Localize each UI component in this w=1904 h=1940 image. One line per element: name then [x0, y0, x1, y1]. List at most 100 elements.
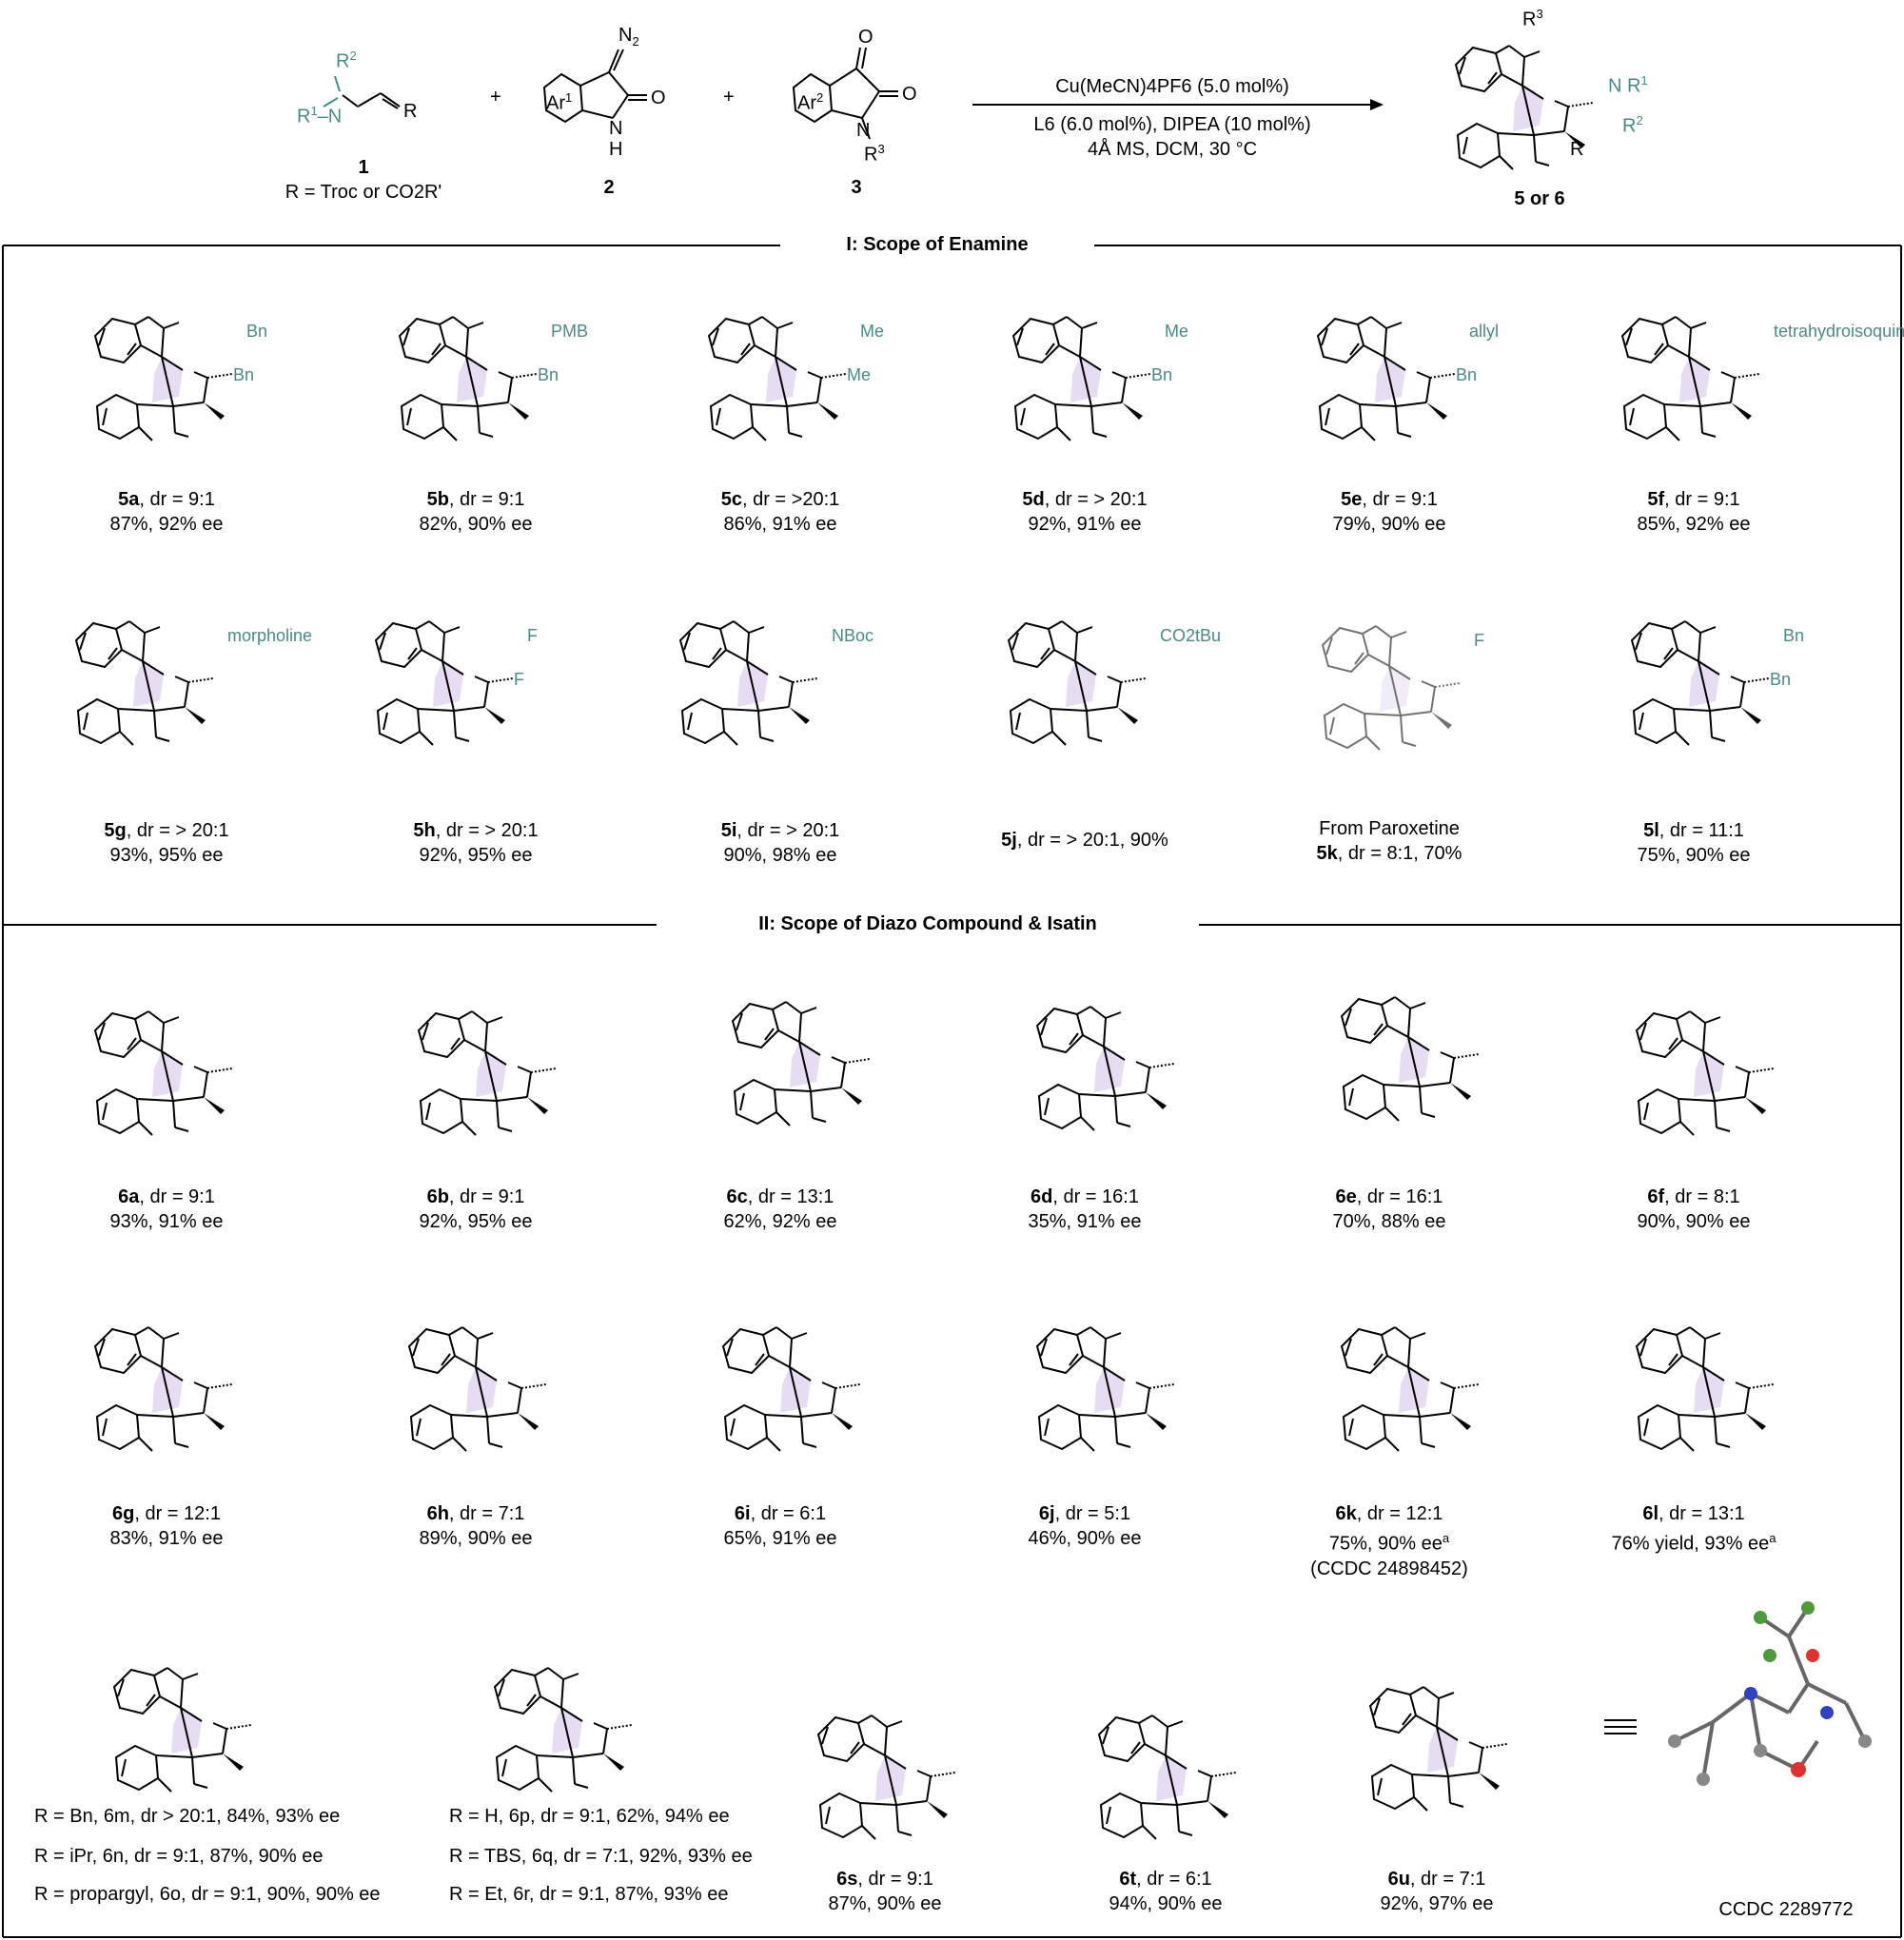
plus-2: + — [723, 87, 735, 108]
compound-result-6d: 35%, 91% ee — [1028, 1211, 1142, 1232]
product-r1: N R1 — [1608, 73, 1648, 97]
compound-dr-6k: 6k, dr = 12:1 — [1335, 1503, 1443, 1524]
sec1-label-5j: 5j, dr = > 20:1, 90% — [1001, 828, 1168, 852]
product-r2: R2 — [1622, 113, 1643, 137]
reagent3-drawing — [792, 47, 898, 140]
compound-dr-6f: 6f, dr = 8:1 — [1647, 1186, 1740, 1207]
product-number: 5 or 6 — [1514, 188, 1565, 209]
amine-sub-5b-1: Bn — [538, 365, 559, 384]
compound-result-6l: 76% yield, 93% eea — [1611, 1531, 1776, 1555]
compound-dr-5a: 5a, dr = 9:1 — [118, 489, 215, 510]
amine-sub-5a-1: Bn — [233, 365, 255, 384]
amine-sub-5h-1: F — [514, 670, 524, 689]
amine-sub-5l-0: Bn — [1783, 626, 1805, 645]
compound-result-6h: 89%, 90% ee — [419, 1528, 533, 1549]
compound-dr-5f: 5f, dr = 9:1 — [1647, 489, 1740, 510]
sec2x-label-6s: 6s, dr = 9:1 87%, 90% ee — [829, 1867, 942, 1916]
compound-result-6g: 83%, 91% ee — [109, 1528, 224, 1549]
o-label-3a: O — [858, 27, 873, 48]
compound-dr-5b: 5b, dr = 9:1 — [426, 489, 525, 510]
compound-dr-5d: 5d, dr = > 20:1 — [1022, 489, 1148, 510]
amine-sub-5j-0: CO2tBu — [1160, 626, 1222, 645]
compound-result-5d: 92%, 91% ee — [1028, 514, 1142, 535]
compound-result-5i: 90%, 98% ee — [723, 845, 837, 866]
sec1-label-5g: 5g, dr = > 20:1 93%, 95% ee — [104, 818, 228, 868]
compound-dr-6t: 6t, dr = 6:1 — [1119, 1869, 1212, 1890]
r-label: R — [403, 101, 418, 122]
amine-sub-5c-0: Me — [860, 322, 885, 341]
sec2-label-6g: 6g, dr = 12:1 83%, 91% ee — [110, 1501, 224, 1551]
row-r2-line1: R = H, 6p, dr = 9:1, 62%, 94% ee — [449, 1806, 730, 1827]
amine-sub-5d-1: Bn — [1151, 365, 1173, 384]
compound-result-6i: 65%, 91% ee — [723, 1528, 837, 1549]
compound-result-6t: 94%, 90% ee — [1109, 1893, 1223, 1914]
plus-1: + — [490, 87, 501, 108]
row-r2-line2: R = TBS, 6q, dr = 7:1, 92%, 93% ee — [449, 1846, 753, 1867]
amine-sub-5g-0: morpholine — [227, 626, 313, 645]
compound-result-5c: 86%, 91% ee — [723, 514, 837, 535]
compound-dr-6g: 6g, dr = 12:1 — [112, 1503, 221, 1524]
compound-result-5h: 92%, 95% ee — [419, 845, 533, 866]
sec2x-label-6t: 6t, dr = 6:1 94%, 90% ee — [1109, 1867, 1223, 1916]
compound-dr-5g: 5g, dr = > 20:1 — [104, 820, 229, 841]
row-r1-line3: R = propargyl, 6o, dr = 9:1, 90%, 90% ee — [34, 1884, 381, 1905]
compound-result-5l: 75%, 90% ee — [1637, 845, 1751, 866]
compound-dr-6e: 6e, dr = 16:1 — [1335, 1186, 1443, 1207]
compound-result-5b: 82%, 90% ee — [419, 514, 533, 535]
compound-dr-6u: 6u, dr = 7:1 — [1387, 1869, 1486, 1890]
row-r1-line2: R = iPr, 6n, dr = 9:1, 87%, 90% ee — [34, 1846, 324, 1867]
compound-dr-6j: 6j, dr = 5:1 — [1038, 1503, 1131, 1524]
conditions-line3: 4Å MS, DCM, 30 °C — [1087, 139, 1258, 160]
compound-result-6e: 70%, 88% ee — [1332, 1211, 1446, 1232]
compound-dr-6a: 6a, dr = 9:1 — [118, 1186, 215, 1207]
compound-dr-6l: 6l, dr = 13:1 — [1642, 1503, 1745, 1524]
reagent3-number: 3 — [851, 177, 862, 198]
sec1-label-5b: 5b, dr = 9:1 82%, 90% ee — [420, 487, 533, 537]
amine-sub-5i-0: NBoc — [832, 626, 874, 645]
reagent1-drawing — [323, 75, 401, 109]
section1-title: I: Scope of Enamine — [833, 234, 1042, 256]
ccdc-label: CCDC 2289772 — [1718, 1899, 1854, 1920]
o-label-3b: O — [902, 84, 917, 105]
compound-result-5a: 87%, 92% ee — [109, 514, 224, 535]
amine-sub-5k-0: F — [1474, 631, 1484, 650]
compound-result-6a: 93%, 91% ee — [109, 1211, 224, 1232]
compound-result-6k: 75%, 90% eea — [1328, 1531, 1450, 1555]
sec1-label-5a: 5a, dr = 9:1 87%, 92% ee — [110, 487, 224, 537]
r2-label: R2 — [336, 49, 357, 72]
ar1-label: Ar1 — [546, 90, 573, 114]
crystal-structure — [1668, 1601, 1872, 1786]
compound-result-5g: 93%, 95% ee — [109, 845, 224, 866]
sec1-label-5i: 5i, dr = > 20:1 90%, 98% ee — [721, 818, 840, 868]
compound-dr-6c: 6c, dr = 13:1 — [726, 1186, 834, 1207]
reagent1-note: R = Troc or CO2R' — [285, 182, 442, 203]
compound-note-5k: From Paroxetine — [1319, 818, 1460, 839]
sec2-label-6a: 6a, dr = 9:1 93%, 91% ee — [110, 1185, 224, 1234]
compound-dr-5i: 5i, dr = > 20:1 — [720, 820, 840, 841]
compound-result-6s: 87%, 90% ee — [828, 1893, 942, 1914]
compound-dr-6s: 6s, dr = 9:1 — [836, 1869, 933, 1890]
section2-title: II: Scope of Diazo Compound & Isatin — [745, 913, 1110, 935]
compound-result-6j: 46%, 90% ee — [1028, 1528, 1142, 1549]
n2-label: N2 — [618, 25, 639, 49]
amine-sub-5d-0: Me — [1165, 322, 1189, 341]
amine-sub-5a-0: Bn — [246, 322, 268, 341]
amine-sub-5e-0: allyl — [1469, 322, 1500, 341]
compound-dr-5j: 5j, dr = > 20:1, 90% — [1001, 830, 1168, 851]
sec2-label-6l: 6l, dr = 13:1 76% yield, 93% eea — [1612, 1501, 1776, 1557]
sec1-label-5d: 5d, dr = > 20:1 92%, 91% ee — [1022, 487, 1147, 537]
compound-result-6u: 92%, 97% ee — [1380, 1893, 1494, 1914]
amine-sub-5c-1: Me — [847, 365, 872, 384]
amine-sub-5e-1: Bn — [1456, 365, 1478, 384]
compound-dr-5l: 5l, dr = 11:1 — [1643, 820, 1744, 841]
